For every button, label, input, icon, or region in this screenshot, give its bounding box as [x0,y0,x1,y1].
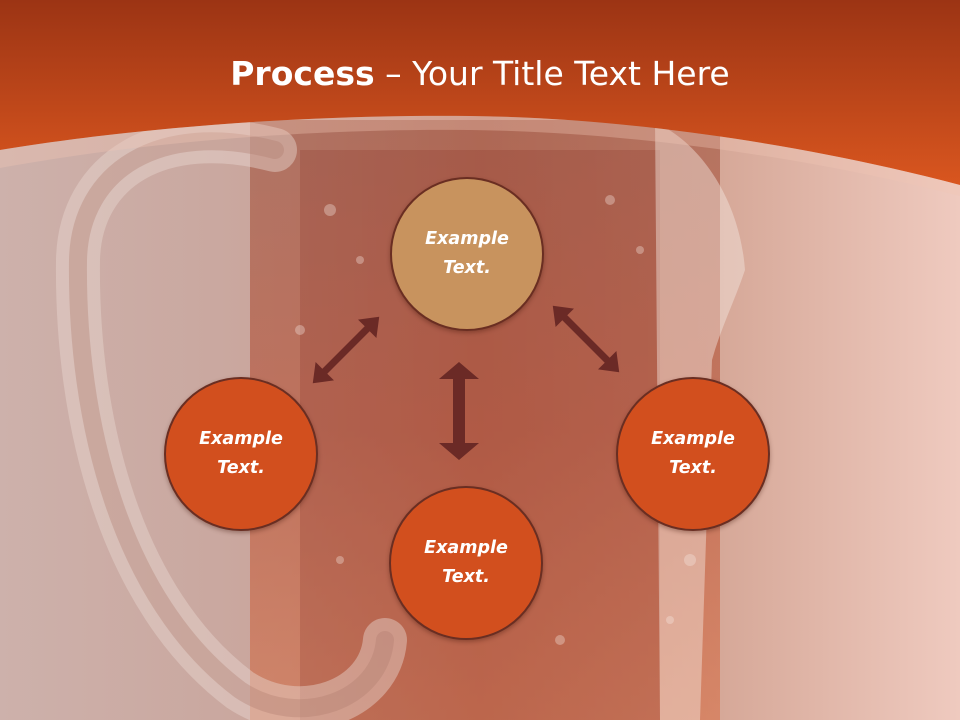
node-top: Example Text. [390,177,544,331]
node-left: Example Text. [164,377,318,531]
arrow-left-diagonal [312,316,380,384]
node-top-line1: Example [425,229,509,249]
arrow-vertical [439,362,479,460]
node-top-line2: Text. [443,258,491,278]
mug-handle [55,119,407,720]
title-rest: – Your Title Text Here [374,54,730,93]
node-bottom: Example Text. [389,486,543,640]
slide-title: Process – Your Title Text Here [0,52,960,96]
node-right-line2: Text. [669,458,717,478]
title-strong: Process [230,54,375,93]
node-right: Example Text. [616,377,770,531]
node-bottom-line2: Text. [442,567,490,587]
node-right-line1: Example [651,429,735,449]
node-left-line1: Example [199,429,283,449]
arrow-right-diagonal [552,305,620,373]
node-bottom-line1: Example [424,538,508,558]
node-left-line2: Text. [217,458,265,478]
